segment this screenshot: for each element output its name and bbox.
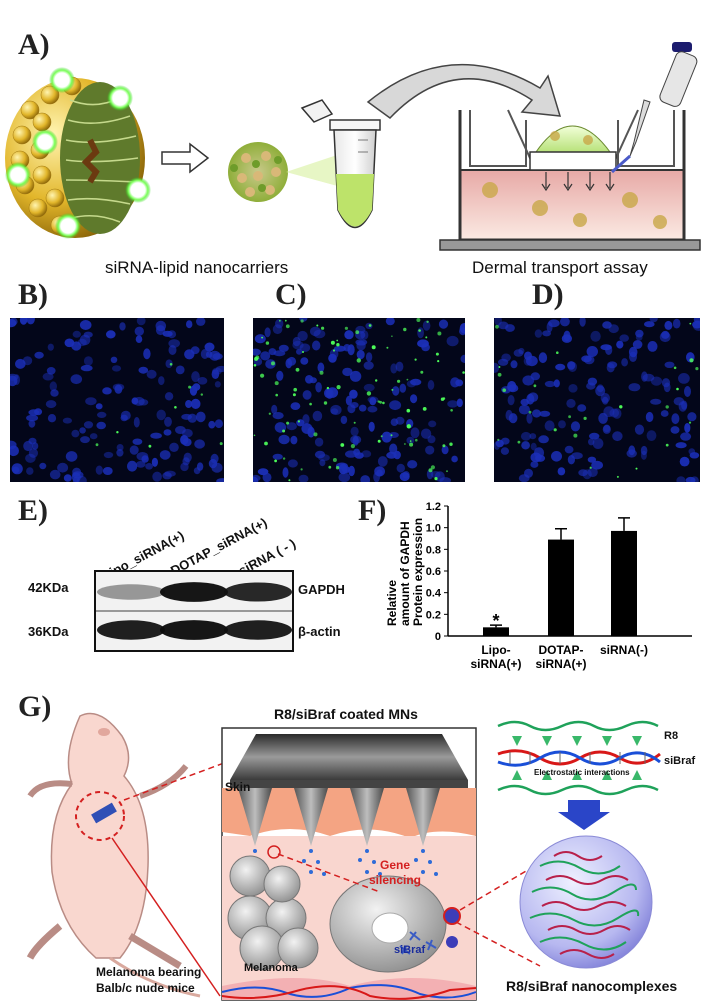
gene-silencing-line1: Gene [380,858,411,872]
mouse-caption-line2: Balb/c nude mice [96,981,195,995]
blot-band [160,582,228,602]
micrograph-d [494,318,700,482]
bar [548,539,574,636]
microneedle-skin-diagram [221,727,477,1001]
x-tick-label: siRNA(-) [600,643,648,657]
franz-cell-icon [439,109,701,251]
tumor-site-marker [75,791,125,841]
error-bar [555,528,567,540]
pipette-icon [611,42,698,174]
bar [483,627,509,636]
r8-label: R8 [664,730,679,742]
mouse-caption: Melanoma bearing Balb/c nude mice [96,964,201,996]
panel-label-d: D) [532,278,564,311]
western-blot [94,570,294,652]
blot-band [224,620,292,640]
significance-marker: * [492,611,499,631]
eppendorf-tube-icon [300,99,381,229]
sibraf-label-skin: siBraf [394,944,426,956]
blot-band [160,620,228,640]
micrograph-c [253,318,465,482]
mn-title: R8/siBraf coated MNs [274,706,418,722]
bar [611,530,637,636]
gene-silencing-line2: silencing [369,873,422,887]
nanoparticle-icon [228,142,288,202]
gene-silencing-label: Gene silencing [369,858,421,888]
micrograph-b [10,318,224,482]
nude-mouse-icon [26,712,201,998]
blot-band [224,582,292,602]
blot-bands [97,582,292,640]
panel-label-b: B) [18,278,48,311]
x-tick-label: DOTAP-siRNA(+) [535,643,586,671]
blot-band [97,584,165,600]
panel-label-g: G) [18,690,52,723]
lipid-nanocarrier-icon [5,67,151,239]
melanoma-label: Melanoma [244,962,298,974]
y-tick-label: 0.6 [426,566,441,578]
caption-dermal-assay: Dermal transport assay [472,258,648,277]
panel-label-f: F) [358,494,387,527]
protein-label-actin: β-actin [298,624,341,639]
panel-label-e: E) [18,494,48,527]
size-label-36: 36KDa [28,624,69,639]
panel-a-illustration [5,42,701,251]
sibraf-label-right: siBraf [664,755,696,767]
nanocomplex-sphere-icon [519,835,653,969]
x-tick-label: Lipo-siRNA(+) [470,643,521,671]
y-axis-label: Relativeamount of GAPDHProtein expressio… [385,518,425,626]
y-tick-label: 0.4 [426,588,442,600]
mouse-caption-line1: Melanoma bearing [96,965,202,979]
panel-label-a: A) [18,28,50,61]
right-arrow-icon [161,142,210,174]
blot-band [97,620,165,640]
electrostatic-label: Electrostatic interactions [534,768,630,777]
caption-nanocarriers: siRNA-lipid nanocarriers [105,258,289,277]
error-bar [490,624,502,628]
panel-label-c: C) [275,278,307,311]
error-bar [618,517,630,531]
nanocomplex-caption: R8/siBraf nanocomplexes [506,978,678,994]
panel-g-illustration [26,712,661,1001]
protein-label-gapdh: GAPDH [298,582,345,597]
y-tick-label: 1.2 [426,501,441,513]
y-tick-label: 1.0 [426,523,441,535]
y-tick-label: 0 [435,631,441,643]
skin-label: Skin [225,780,251,794]
y-tick-label: 0.8 [426,544,441,556]
curved-arrow-icon [366,63,562,119]
size-label-42: 42KDa [28,580,69,595]
y-tick-label: 0.2 [426,609,441,621]
electrostatic-schematic [497,720,661,830]
